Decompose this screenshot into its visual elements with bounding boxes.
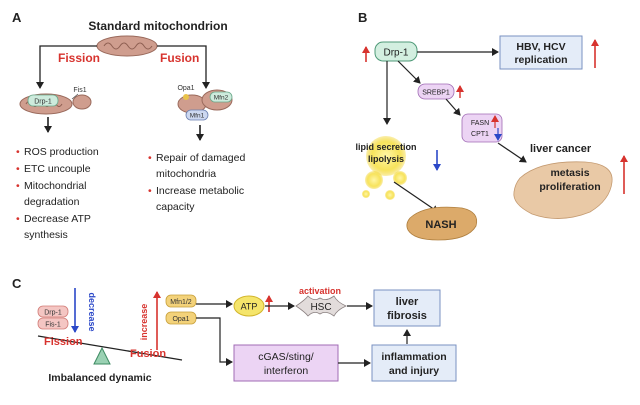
virus-label: HBV, HCV [516,41,565,53]
atp-badge [233,295,265,317]
fission-effects-list: • ROS production • ETC uncouple • Mitoch… [16,146,99,241]
seesaw-beam [37,335,183,361]
panel-a: A Standard mitochondrion Fission Fusion … [12,10,245,241]
lipolysis-label: lipolysis [368,154,404,164]
fission-effect-item: synthesis [24,229,68,241]
lipid-droplets-icon [362,136,407,200]
bullet: • [16,213,20,225]
fission-effect-item: ETC uncouple [24,163,91,175]
fusion-effect-item: capacity [156,201,195,213]
atp-label: ATP [241,302,258,312]
mfn1-protein-badge [185,109,209,121]
fusion-c-label: Fusion [130,348,166,360]
bullet: • [148,185,152,197]
fusion-effect-item: mitochondria [156,168,216,180]
interferon-label: interferon [264,365,309,377]
opa1-c-label: Opa1 [172,316,189,323]
cgas-sting-box [233,344,339,382]
mfn12-label: Mfn1/2 [170,299,192,306]
liver-tumor-icon [513,161,613,219]
panel-b: B Drp-1 HBV, HCV replication SREBP1 FASN… [355,10,628,241]
drp1-c-label: Drp-1 [44,310,62,317]
fatty-liver-icon [406,206,478,241]
metasis-label: metasis [550,167,589,179]
drp1-to-srebp1-arrow [397,60,421,84]
fusion-label: Fusion [160,51,199,65]
fission-arrow [36,45,97,89]
opa1-protein-label: Opa1 [177,85,194,92]
fis1-protein-label: Fis1 [73,87,86,94]
fission-label: Fission [58,51,100,65]
cpt1-label: CPT1 [471,131,489,138]
drp1-protein-label: Drp-1 [34,99,52,106]
liver-label: liver [396,296,419,308]
panel-c-letter: C [12,276,22,291]
fusion-effects-list: • Repair of damaged mitochondria • Incre… [148,152,245,213]
increase-label: increase [139,304,149,341]
injury-label: and injury [389,365,439,377]
srebp1-label: SREBP1 [422,90,450,97]
fis1-c-label: Fis-1 [45,322,61,329]
fibrosis-label: fibrosis [387,310,427,322]
fis1-pointer [71,93,79,100]
mfn2-protein-badge [209,91,233,103]
panel-a-letter: A [12,10,22,25]
fission-effect-item: Mitochondrial [24,180,86,192]
fission-effect-item: ROS production [24,146,99,158]
srebp1-box [417,83,455,100]
liver-cancer-label: liver cancer [530,143,592,155]
cgas-label: cGAS/sting/ [258,351,314,363]
decrease-label: decrease [87,292,97,331]
fusion-arrow [157,45,210,89]
fusion-effect-item: Repair of damaged [156,152,245,164]
fission-effect-item: Decrease ATP [24,213,91,225]
lipid-secretion-label: lipid secretion [355,142,416,152]
drp1-c-badge [37,305,69,318]
hsc-cell-icon [295,295,347,317]
fission-effect-item: degradation [24,196,80,208]
panel-c: C Drp-1 Fis-1 decrease increase Mfn1/2 O… [12,276,457,384]
nash-label: NASH [425,219,456,231]
drp1-label: Drp-1 [383,48,408,59]
bullet: • [16,163,20,175]
fasn-label: FASN [471,120,489,127]
fis1-c-badge [37,317,69,330]
activation-label: activation [299,286,341,296]
mfn2-protein-label: Mfn2 [214,95,229,102]
imbalanced-dynamic-label: Imbalanced dynamic [48,372,151,384]
liver-fibrosis-box [373,289,441,327]
hsc-label: HSC [310,302,331,313]
panel-b-letter: B [358,10,367,25]
fusion-effect-item: Increase metabolic [156,185,244,197]
bullet: • [16,180,20,192]
replication-label: replication [514,54,567,66]
fasn-to-cancer-arrow [497,142,527,163]
lipid-to-nash-arrow [393,181,439,213]
seesaw-fulcrum-icon [93,346,111,365]
proliferation-label: proliferation [539,181,600,193]
fusion-to-cgas-arrow [196,317,233,366]
inflammation-box [371,344,457,382]
inflammation-label: inflammation [381,351,446,363]
bullet: • [148,152,152,164]
mfn1-protein-label: Mfn1 [190,113,205,120]
drp1-protein-badge [27,94,59,107]
srebp1-to-fasn-arrow [445,98,461,116]
standard-mitochondrion-icon [96,35,158,57]
bullet: • [16,146,20,158]
fission-c-label: Fission [44,336,83,348]
virus-replication-box [499,35,583,70]
mfn12-badge [165,294,197,308]
panel-a-title: Standard mitochondrion [88,19,227,33]
